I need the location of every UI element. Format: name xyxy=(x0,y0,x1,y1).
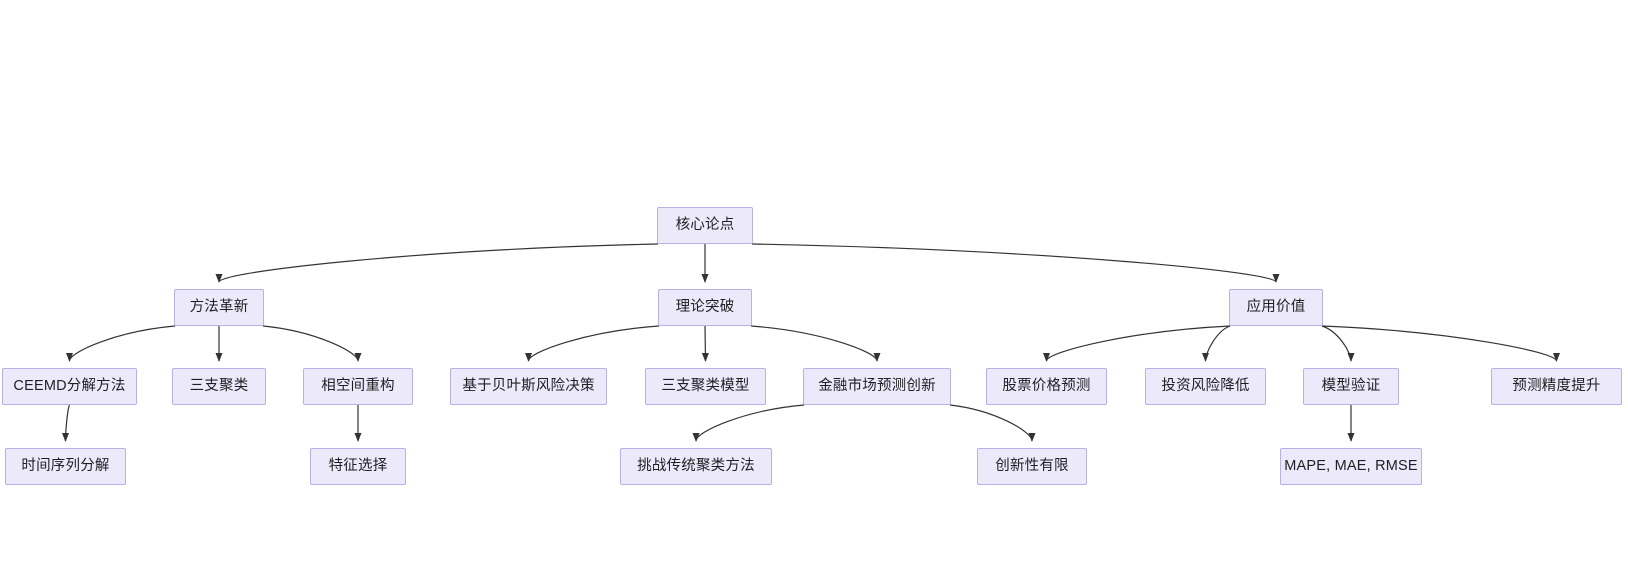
node-label: 应用价值 xyxy=(1246,299,1306,316)
node-label: 相空间重构 xyxy=(321,378,395,395)
node-label: 挑战传统聚类方法 xyxy=(637,458,755,475)
node-c2[interactable]: 三支聚类 xyxy=(172,368,266,405)
node-c1[interactable]: CEEMD分解方法 xyxy=(2,368,137,405)
node-d3[interactable]: 挑战传统聚类方法 xyxy=(620,448,772,485)
node-label: 时间序列分解 xyxy=(21,458,110,475)
node-label: 投资风险降低 xyxy=(1161,378,1250,395)
node-d5[interactable]: MAPE, MAE, RMSE xyxy=(1280,448,1422,485)
node-c8[interactable]: 投资风险降低 xyxy=(1145,368,1266,405)
node-label: CEEMD分解方法 xyxy=(13,378,126,395)
node-c5[interactable]: 三支聚类模型 xyxy=(645,368,766,405)
node-d1[interactable]: 时间序列分解 xyxy=(5,448,126,485)
node-label: 金融市场预测创新 xyxy=(818,378,936,395)
node-label: 方法革新 xyxy=(189,299,249,316)
node-d2[interactable]: 特征选择 xyxy=(310,448,406,485)
node-label: 理论突破 xyxy=(675,299,735,316)
node-c4[interactable]: 基于贝叶斯风险决策 xyxy=(450,368,607,405)
node-b3[interactable]: 应用价值 xyxy=(1229,289,1323,326)
node-c9[interactable]: 模型验证 xyxy=(1303,368,1399,405)
node-c3[interactable]: 相空间重构 xyxy=(303,368,413,405)
node-b2[interactable]: 理论突破 xyxy=(658,289,752,326)
node-b1[interactable]: 方法革新 xyxy=(174,289,264,326)
node-label: 预测精度提升 xyxy=(1512,378,1601,395)
node-c6[interactable]: 金融市场预测创新 xyxy=(803,368,951,405)
node-label: 基于贝叶斯风险决策 xyxy=(462,378,595,395)
node-c10[interactable]: 预测精度提升 xyxy=(1491,368,1622,405)
node-label: 模型验证 xyxy=(1321,378,1381,395)
node-label: 股票价格预测 xyxy=(1002,378,1091,395)
node-label: 特征选择 xyxy=(328,458,388,475)
node-root[interactable]: 核心论点 xyxy=(657,207,753,244)
node-label: 核心论点 xyxy=(675,217,735,234)
node-label: MAPE, MAE, RMSE xyxy=(1284,458,1418,475)
node-c7[interactable]: 股票价格预测 xyxy=(986,368,1107,405)
node-label: 创新性有限 xyxy=(995,458,1069,475)
node-d4[interactable]: 创新性有限 xyxy=(977,448,1087,485)
node-label: 三支聚类 xyxy=(189,378,249,395)
node-label: 三支聚类模型 xyxy=(661,378,750,395)
